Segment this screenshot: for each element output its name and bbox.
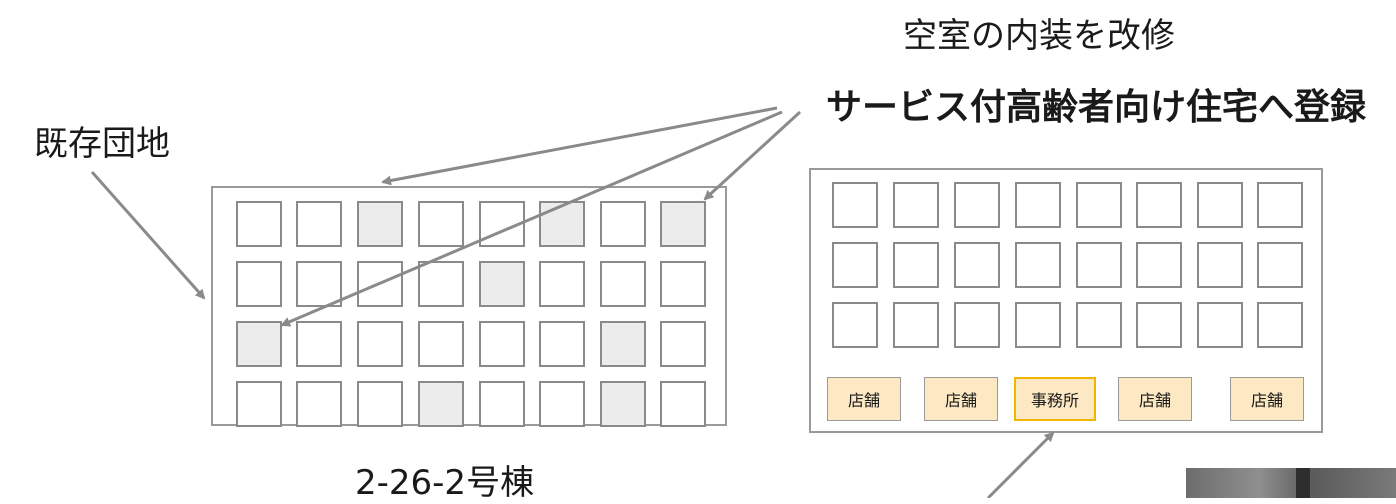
arrow-existing-to-building — [90, 171, 206, 300]
existing-building — [211, 186, 727, 426]
shop-unit-3: 店舗 — [1118, 377, 1192, 421]
occupied-unit — [418, 321, 464, 367]
shop-unit-1: 店舗 — [827, 377, 901, 421]
building-number-label: 2-26-2号棟 — [355, 463, 535, 503]
existing-complex-label: 既存団地 — [34, 124, 170, 164]
arrow-to-office — [986, 431, 1055, 498]
occupied-unit — [600, 201, 646, 247]
vacant-unit — [600, 321, 646, 367]
senior-housing-unit — [1076, 182, 1122, 228]
occupied-unit — [357, 261, 403, 307]
senior-housing-unit — [1076, 242, 1122, 288]
occupied-unit — [479, 201, 525, 247]
senior-housing-unit — [832, 242, 878, 288]
senior-housing-unit — [893, 242, 939, 288]
senior-housing-unit — [1197, 182, 1243, 228]
arrow-vacant-1 — [381, 106, 778, 186]
senior-housing-unit — [1257, 302, 1303, 348]
occupied-unit — [418, 201, 464, 247]
occupied-unit — [296, 201, 342, 247]
senior-housing-unit — [1136, 302, 1182, 348]
vacant-renovation-label: 空室の内装を改修 — [903, 16, 1175, 56]
occupied-unit — [479, 381, 525, 427]
occupied-unit — [660, 381, 706, 427]
occupied-unit — [539, 321, 585, 367]
vacant-unit — [357, 201, 403, 247]
senior-housing-unit — [1136, 182, 1182, 228]
senior-housing-unit — [954, 302, 1000, 348]
occupied-unit — [296, 321, 342, 367]
senior-housing-unit — [954, 182, 1000, 228]
vacant-unit — [479, 261, 525, 307]
senior-housing-unit — [1257, 242, 1303, 288]
senior-housing-unit — [893, 182, 939, 228]
occupied-unit — [357, 321, 403, 367]
senior-housing-unit — [1136, 242, 1182, 288]
occupied-unit — [296, 261, 342, 307]
occupied-unit — [539, 261, 585, 307]
office-unit: 事務所 — [1014, 377, 1096, 421]
photo-fragment — [1186, 468, 1396, 498]
senior-housing-unit — [1197, 242, 1243, 288]
senior-housing-unit — [1015, 182, 1061, 228]
senior-housing-unit — [832, 182, 878, 228]
occupied-unit — [236, 381, 282, 427]
vacant-unit — [539, 201, 585, 247]
elderly-housing-registration-label: サービス付高齢者向け住宅へ登録 — [826, 87, 1367, 128]
vacant-unit — [236, 321, 282, 367]
shop-unit-2: 店舗 — [924, 377, 998, 421]
senior-housing-unit — [1076, 302, 1122, 348]
senior-housing-unit — [832, 302, 878, 348]
occupied-unit — [236, 201, 282, 247]
occupied-unit — [600, 261, 646, 307]
occupied-unit — [479, 321, 525, 367]
vacant-unit — [418, 381, 464, 427]
occupied-unit — [660, 321, 706, 367]
occupied-unit — [539, 381, 585, 427]
occupied-unit — [660, 261, 706, 307]
vacant-unit — [600, 381, 646, 427]
vacant-unit — [660, 201, 706, 247]
occupied-unit — [296, 381, 342, 427]
senior-housing-unit — [1257, 182, 1303, 228]
senior-housing-unit — [1015, 302, 1061, 348]
occupied-unit — [418, 261, 464, 307]
senior-housing-unit — [1197, 302, 1243, 348]
senior-housing-unit — [954, 242, 1000, 288]
senior-housing-unit — [893, 302, 939, 348]
shop-unit-4: 店舗 — [1230, 377, 1304, 421]
senior-housing-unit — [1015, 242, 1061, 288]
occupied-unit — [236, 261, 282, 307]
occupied-unit — [357, 381, 403, 427]
